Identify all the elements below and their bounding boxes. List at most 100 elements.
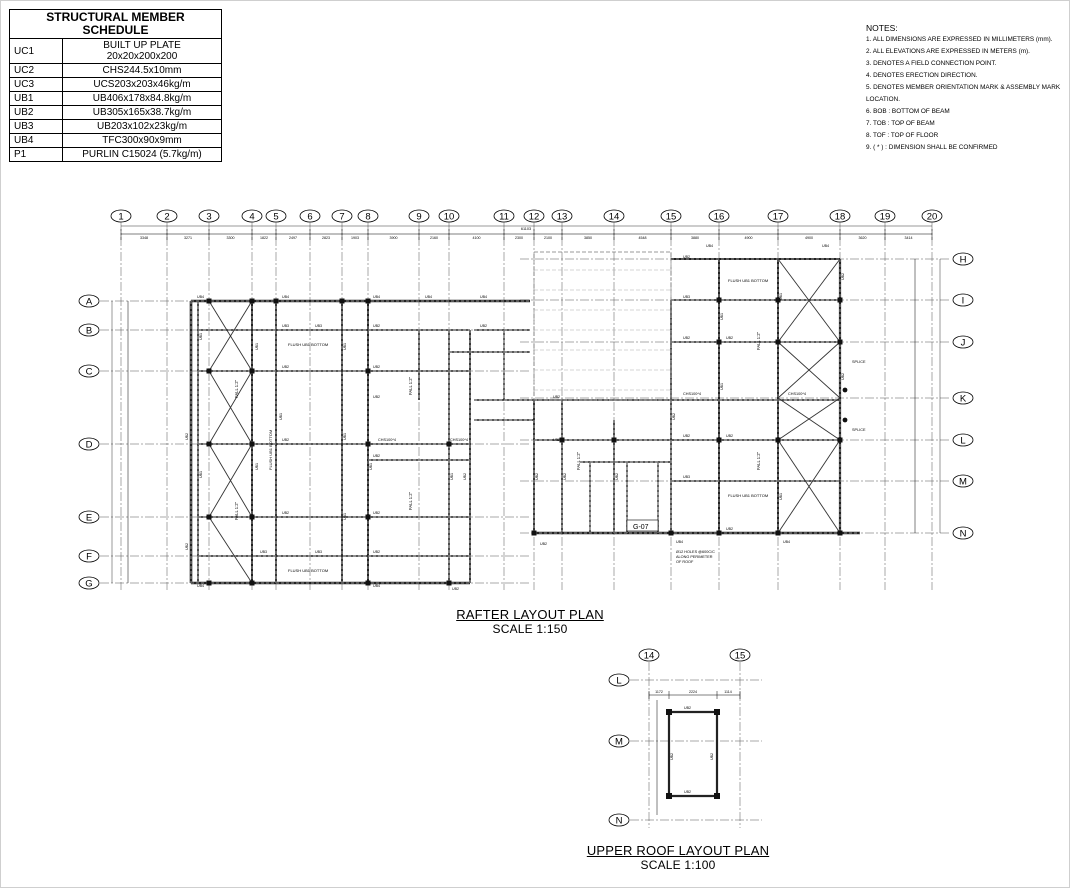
fall-label: FALL 1:2" bbox=[756, 331, 761, 350]
grid-bubble-row-G bbox=[78, 576, 100, 590]
grid-bubble-row-H-label: H bbox=[960, 255, 967, 266]
grid-bubble-col-8-label: 8 bbox=[365, 212, 370, 223]
column-marker bbox=[446, 580, 452, 586]
column-marker bbox=[206, 441, 212, 447]
column-marker bbox=[249, 298, 255, 304]
upper-grid-bubble-row-L-label: L bbox=[616, 676, 621, 687]
column-marker bbox=[837, 530, 843, 536]
upper-dimension-value: 1172 bbox=[655, 690, 663, 694]
member-section: BUILT UP PLATE 20x20x200x200 bbox=[62, 38, 222, 64]
grid-bubble-row-M bbox=[952, 474, 974, 488]
member-mark-label: UB2 bbox=[615, 473, 619, 480]
member-mark-label: UB3 bbox=[260, 550, 267, 554]
member-mark-label: UB2 bbox=[535, 473, 539, 480]
member-mark-label: UB4 bbox=[373, 295, 380, 299]
flush-ub1-label: FLUSH UB1 BOTTOM bbox=[288, 342, 328, 347]
grid-bubble-col-16-label: 16 bbox=[714, 212, 725, 223]
grid-bubble-row-H bbox=[952, 252, 974, 266]
grid-bubble-col-9 bbox=[408, 209, 430, 223]
member-mark-label: UB1 bbox=[279, 413, 283, 420]
column-marker bbox=[775, 530, 781, 536]
upper-member-label: UB2 bbox=[710, 753, 714, 760]
dimension-value: 1903 bbox=[351, 236, 359, 240]
member-mark-label: UB2 bbox=[452, 587, 459, 591]
member-mark-label: UB3 bbox=[683, 295, 690, 299]
upper-grid-bubble-row-N-label: N bbox=[616, 816, 623, 827]
upper-plan-title-block: UPPER ROOF LAYOUT PLAN SCALE 1:100 bbox=[578, 843, 778, 872]
grid-bubble-col-17-label: 17 bbox=[773, 212, 784, 223]
grid-bubble-row-K bbox=[952, 391, 974, 405]
grid-bubble-row-L bbox=[952, 433, 974, 447]
member-mark-label: UB1 bbox=[720, 383, 724, 390]
grid-bubble-row-B bbox=[78, 323, 100, 337]
member-mark-label: UB2 bbox=[373, 454, 380, 458]
dimension-value: 2100 bbox=[544, 236, 552, 240]
member-mark-label: UB2 bbox=[282, 438, 289, 442]
chs-brace-label: CHS100*4 bbox=[683, 392, 701, 396]
upper-column-marker bbox=[714, 793, 720, 799]
splice-marker bbox=[842, 387, 848, 393]
column-marker bbox=[206, 514, 212, 520]
grid-bubble-col-13-label: 13 bbox=[557, 212, 568, 223]
dimension-value: 4548 bbox=[639, 236, 647, 240]
member-mark-label: UB2 bbox=[553, 438, 560, 442]
grid-bubble-col-18 bbox=[829, 209, 851, 223]
grid-bubble-col-20 bbox=[921, 209, 943, 223]
column-marker bbox=[249, 441, 255, 447]
g07-label: G-07 bbox=[633, 524, 649, 531]
grid-bubble-col-10 bbox=[438, 209, 460, 223]
member-mark-label: UB4 bbox=[373, 584, 380, 588]
member-mark-label: UB2 bbox=[282, 365, 289, 369]
member-mark-label: UB4 bbox=[197, 295, 204, 299]
member-mark-label: UB1 bbox=[343, 343, 347, 350]
chs-brace-label: CHS100*4 bbox=[788, 392, 806, 396]
member-mark-label: UB2 bbox=[373, 365, 380, 369]
grid-bubble-row-J bbox=[952, 335, 974, 349]
dimension-value: 4100 bbox=[473, 236, 481, 240]
grid-bubble-col-15 bbox=[660, 209, 682, 223]
upper-member-label: UB2 bbox=[684, 706, 691, 710]
member-mark-label: UB1 bbox=[369, 463, 373, 470]
fall-label: FALL 1:2" bbox=[408, 376, 413, 395]
grid-bubble-col-12-label: 12 bbox=[529, 212, 540, 223]
member-mark-label: UB1 bbox=[720, 313, 724, 320]
member-mark-label: UB2 bbox=[553, 395, 560, 399]
bracing-member bbox=[208, 370, 253, 445]
grid-bubble-row-F-label: F bbox=[86, 552, 92, 563]
member-mark-label: UB1 bbox=[779, 493, 783, 500]
member-mark-label: UB2 bbox=[726, 527, 733, 531]
column-marker bbox=[837, 339, 843, 345]
grid-bubble-col-19 bbox=[874, 209, 896, 223]
column-marker bbox=[365, 514, 371, 520]
note-item: 6. BOB : BOTTOM OF BEAM bbox=[866, 108, 950, 115]
upper-plan-title: UPPER ROOF LAYOUT PLAN bbox=[586, 843, 770, 858]
member-mark-label: UB1 bbox=[343, 513, 347, 520]
grid-bubble-col-3-label: 3 bbox=[206, 212, 211, 223]
dimension-value: 3414 bbox=[905, 236, 913, 240]
member-mark-label: UB4 bbox=[706, 244, 713, 248]
grid-bubble-col-11 bbox=[493, 209, 515, 223]
grid-bubble-col-12 bbox=[523, 209, 545, 223]
column-marker bbox=[531, 530, 537, 536]
rafter-plan-title: RAFTER LAYOUT PLAN bbox=[456, 607, 604, 622]
column-marker bbox=[775, 339, 781, 345]
dimension-value: 3271 bbox=[184, 236, 192, 240]
dimension-value: 2300 bbox=[515, 236, 523, 240]
member-mark-label: UB4 bbox=[480, 295, 487, 299]
column-marker bbox=[273, 298, 279, 304]
upper-dimension-value: 1114 bbox=[724, 690, 731, 694]
column-marker bbox=[775, 297, 781, 303]
dimension-value: 2160 bbox=[430, 236, 438, 240]
holes-note: ALONG PERIMETER bbox=[676, 555, 713, 559]
flush-ub1-label: FLUSH UB1 BOTTOM bbox=[268, 430, 273, 470]
member-mark-label: UB1 bbox=[255, 343, 259, 350]
member-mark-label: UB4 bbox=[425, 295, 432, 299]
upper-grid-bubble-row-M-label: M bbox=[615, 737, 623, 748]
member-mark-label: UB2 bbox=[672, 413, 676, 420]
upper-dimension-value: 2224 bbox=[689, 690, 697, 694]
upper-grid-bubble-col-15 bbox=[729, 648, 751, 662]
